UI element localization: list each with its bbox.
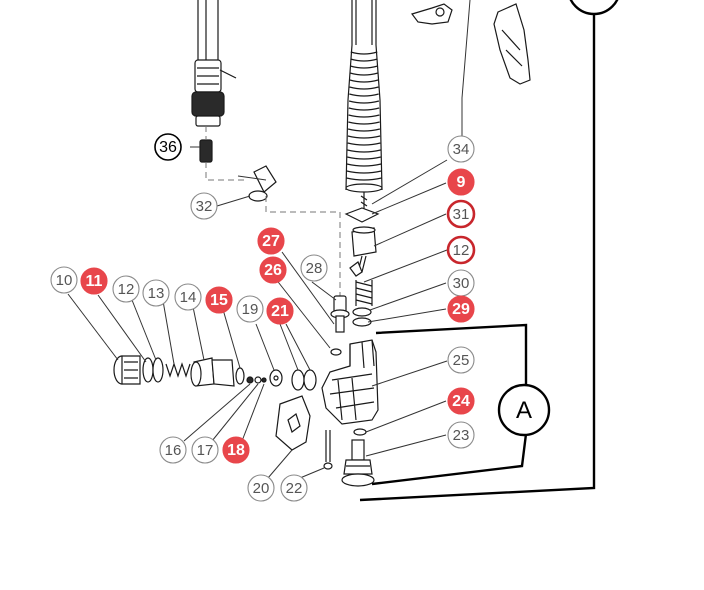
leader-lines — [67, 0, 471, 479]
part-13-spring — [165, 362, 191, 378]
part-23-valve — [341, 439, 375, 487]
dashed-route-36 — [205, 162, 248, 181]
part-22-pin — [323, 430, 333, 470]
part-16-17-18-parts — [246, 376, 267, 384]
callout-31: 31 — [446, 199, 476, 229]
part-12-ring — [152, 357, 164, 383]
callout-label-31: 31 — [453, 206, 470, 223]
callout-29: 29 — [447, 295, 475, 323]
callout-label-26: 26 — [264, 262, 282, 279]
callout-28: 28 — [300, 254, 328, 282]
callout-label-20: 20 — [253, 480, 270, 497]
callout-label-23: 23 — [453, 427, 470, 444]
callout-label-24: 24 — [452, 393, 470, 410]
callout-16: 16 — [159, 436, 187, 464]
callout-label-A: A — [516, 397, 532, 424]
callout-14: 14 — [174, 283, 202, 311]
left-hose — [191, 0, 237, 127]
callout-17: 17 — [191, 436, 219, 464]
callout-32: 32 — [190, 192, 218, 220]
part-20-shield — [275, 395, 311, 451]
top-right-mouthpiece — [493, 3, 531, 85]
callout-26: 26 — [259, 256, 287, 284]
part-12-pin — [349, 255, 367, 277]
callout-label-34: 34 — [453, 141, 470, 158]
connector-brackets — [359, 0, 596, 502]
part-10-cap — [113, 355, 141, 385]
part-25-body — [321, 339, 379, 425]
callout-label-32: 32 — [196, 198, 213, 215]
callout-label-12: 12 — [118, 281, 135, 298]
callout-label-9: 9 — [457, 174, 466, 191]
callout-19: 19 — [236, 295, 264, 323]
callout-36: 36 — [154, 133, 182, 161]
callout-label-11: 11 — [86, 273, 103, 290]
callout-21: 21 — [266, 297, 294, 325]
callout-A: A — [497, 383, 551, 437]
callout-10: 10 — [50, 266, 78, 294]
part-11-seal — [142, 357, 154, 383]
part-36-nipple — [199, 126, 213, 163]
callout-label-22: 22 — [286, 480, 303, 497]
callout-label-29: 29 — [452, 301, 470, 318]
top-right-clip — [411, 3, 453, 25]
callout-label-10: 10 — [56, 272, 73, 289]
part-9-clip — [344, 207, 380, 223]
callout-label-19: 19 — [242, 301, 259, 318]
callout-27: 27 — [257, 227, 285, 255]
cropped-callout-circle — [569, 0, 619, 16]
callout-24: 24 — [447, 387, 475, 415]
part-32-cap — [248, 165, 341, 318]
callout-labels: 36 34 9 31 32 27 26 28 12 30 29 10 11 12 13 14 15 19 21 25 2… — [50, 0, 619, 502]
part-14-housing — [190, 357, 235, 387]
callout-label-15: 15 — [210, 292, 228, 309]
part-28-knob — [330, 295, 350, 333]
callout-label-30: 30 — [453, 275, 470, 292]
callout-25: 25 — [447, 346, 475, 374]
part-30-spring — [355, 280, 373, 306]
callout-label-14: 14 — [180, 289, 197, 306]
callout-label-12b: 12 — [453, 242, 470, 259]
part-31-seat — [351, 226, 377, 257]
callout-12: 12 — [112, 275, 140, 303]
callout-15: 15 — [205, 286, 233, 314]
callout-label-16: 16 — [165, 442, 182, 459]
callout-13: 13 — [142, 279, 170, 307]
callout-label-25: 25 — [453, 352, 470, 369]
callout-label-13: 13 — [148, 285, 165, 302]
callout-label-17: 17 — [197, 442, 214, 459]
callout-label-18: 18 — [227, 442, 245, 459]
part-24-oring — [353, 428, 367, 436]
callout-label-21: 21 — [271, 303, 289, 320]
callout-9: 9 — [447, 168, 475, 196]
callout-22: 22 — [280, 474, 308, 502]
callout-label-27: 27 — [262, 233, 280, 250]
part-21-orings — [291, 369, 317, 391]
callout-18: 18 — [222, 436, 250, 464]
callout-11: 11 — [80, 267, 108, 295]
part-15-nut — [235, 367, 245, 385]
callout-20: 20 — [247, 474, 275, 502]
part-29-washer — [352, 307, 372, 327]
part-19-disc — [269, 369, 283, 387]
callout-label-28: 28 — [306, 260, 323, 277]
callout-30: 30 — [447, 269, 475, 297]
hose-ribs — [346, 51, 382, 181]
callout-12b: 12 — [446, 235, 476, 265]
center-hose — [345, 0, 383, 193]
callout-23: 23 — [447, 421, 475, 449]
callout-34: 34 — [447, 135, 475, 163]
part-26-oring — [330, 348, 342, 356]
callout-label-36: 36 — [159, 139, 177, 156]
